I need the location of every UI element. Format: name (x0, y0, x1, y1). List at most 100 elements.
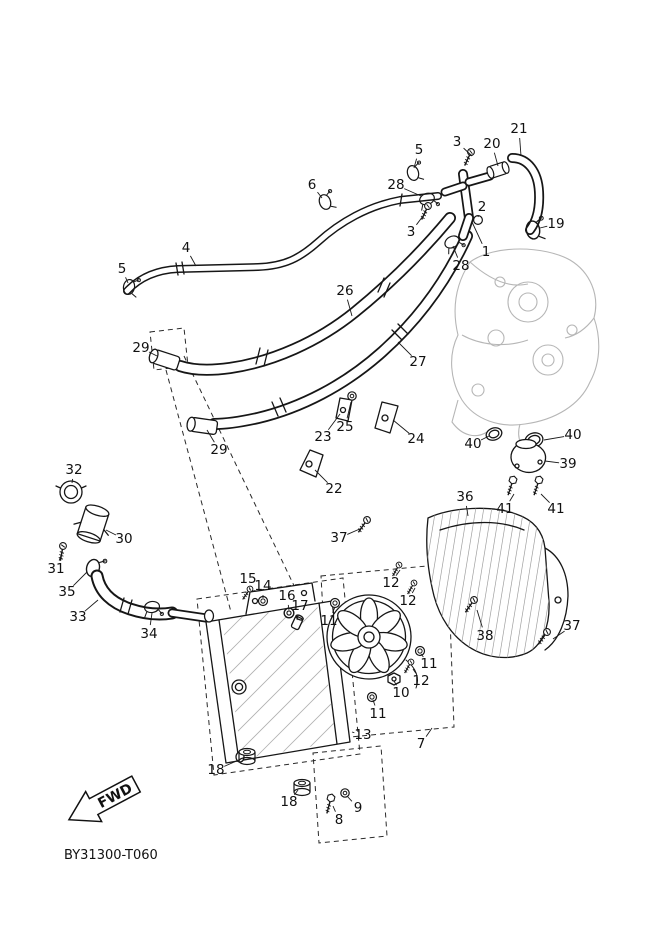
callout-29: 29 (132, 340, 149, 356)
callout-36: 36 (456, 489, 473, 505)
callout-5: 5 (118, 261, 127, 277)
leader-line-32 (71, 478, 74, 484)
callout-31: 31 (47, 561, 64, 577)
leader-line-9 (346, 795, 353, 802)
callout-6: 6 (308, 177, 317, 193)
callout-14: 14 (254, 578, 271, 594)
callout-15: 15 (239, 571, 256, 587)
washer-9 (340, 788, 350, 798)
grommet-11c (366, 691, 378, 703)
leader-line-24 (392, 419, 410, 434)
leader-line-41 (509, 493, 515, 502)
leader-line-6 (317, 191, 323, 199)
callout-12: 12 (399, 593, 416, 609)
leader-line-12 (395, 569, 401, 576)
leader-line-23 (327, 413, 341, 431)
leader-line-21 (519, 137, 522, 157)
leader-line-8 (332, 805, 336, 812)
o-ring-40a (485, 427, 503, 441)
drawing-code: BY31300-T060 (64, 848, 158, 863)
leader-line-26 (346, 299, 353, 317)
hose-33 (90, 569, 179, 621)
leader-line-37 (552, 630, 565, 640)
callout-40: 40 (564, 427, 581, 443)
leader-line-35 (73, 571, 88, 586)
radiator (203, 582, 351, 764)
leader-line-34 (149, 612, 153, 626)
leader-line-5 (125, 277, 129, 284)
callout-25: 25 (336, 419, 353, 435)
screw-3b (417, 200, 434, 222)
leader-line-28 (452, 245, 459, 258)
filler-neck-30 (73, 504, 110, 544)
screw-37a (354, 514, 373, 535)
callout-12: 12 (382, 575, 399, 591)
callout-12: 12 (412, 673, 429, 689)
callout-3: 3 (407, 224, 416, 240)
callout-7: 7 (417, 736, 426, 752)
hose-26 (148, 212, 456, 376)
callout-28: 28 (452, 258, 469, 274)
leader-line-5 (413, 158, 418, 169)
callout-22: 22 (325, 481, 342, 497)
leader-line-39 (544, 460, 560, 464)
screw-3a (460, 146, 477, 168)
leader-line-12 (412, 668, 417, 674)
leader-line-3 (416, 211, 427, 226)
leader-line-7 (425, 727, 433, 737)
callout-9: 9 (354, 800, 363, 816)
callout-5: 5 (415, 142, 424, 158)
radiator-fan (326, 594, 419, 689)
callout-3: 3 (453, 134, 462, 150)
grommet-11a (329, 597, 341, 609)
leader-line-40 (480, 435, 490, 441)
leader-line-33 (84, 599, 99, 612)
callout-19: 19 (547, 216, 564, 232)
callout-17: 17 (291, 598, 308, 614)
leader-line-29 (148, 351, 158, 357)
callout-38: 38 (476, 628, 493, 644)
leader-line-11 (420, 653, 424, 658)
hose-4 (123, 192, 442, 295)
callout-13: 13 (354, 727, 371, 743)
leader-line-11 (332, 606, 336, 613)
alignment-dash-line (183, 355, 299, 595)
washer-25 (347, 391, 357, 401)
radiator-cap-32 (55, 480, 87, 504)
alignment-dash-line (165, 369, 232, 613)
callout-33: 33 (69, 609, 86, 625)
bolt-dashed-box (312, 745, 388, 844)
leader-line-25 (346, 401, 352, 419)
callout-21: 21 (510, 121, 527, 137)
leader-line-13 (351, 731, 355, 734)
callout-28: 28 (387, 177, 404, 193)
leader-line-4 (189, 255, 197, 267)
callout-41: 41 (496, 501, 513, 517)
callout-37: 37 (330, 530, 347, 546)
callout-18: 18 (207, 762, 224, 778)
leader-line-2 (477, 215, 480, 218)
radiator-dashed-box (196, 577, 361, 776)
leader-line-18 (294, 789, 299, 796)
callout-35: 35 (58, 584, 75, 600)
callout-37: 37 (563, 618, 580, 634)
callout-27: 27 (409, 354, 426, 370)
callout-29: 29 (210, 442, 227, 458)
nut-10 (387, 672, 401, 686)
callout-2: 2 (478, 199, 487, 215)
callout-18: 18 (280, 794, 297, 810)
leader-line-27 (397, 341, 412, 356)
leader-line-36 (465, 505, 469, 517)
joint-cap-20 (486, 161, 510, 179)
leader-line-18 (224, 758, 242, 767)
radiator-inlet-pipe (167, 608, 211, 623)
bolt-8 (322, 792, 337, 816)
callout-41: 41 (547, 501, 564, 517)
leader-line-1 (471, 221, 483, 245)
leader-line-17 (296, 614, 299, 621)
bolt-41b (530, 474, 545, 497)
leader-line-38 (476, 609, 483, 628)
fwd-arrow: FWD (67, 775, 142, 823)
